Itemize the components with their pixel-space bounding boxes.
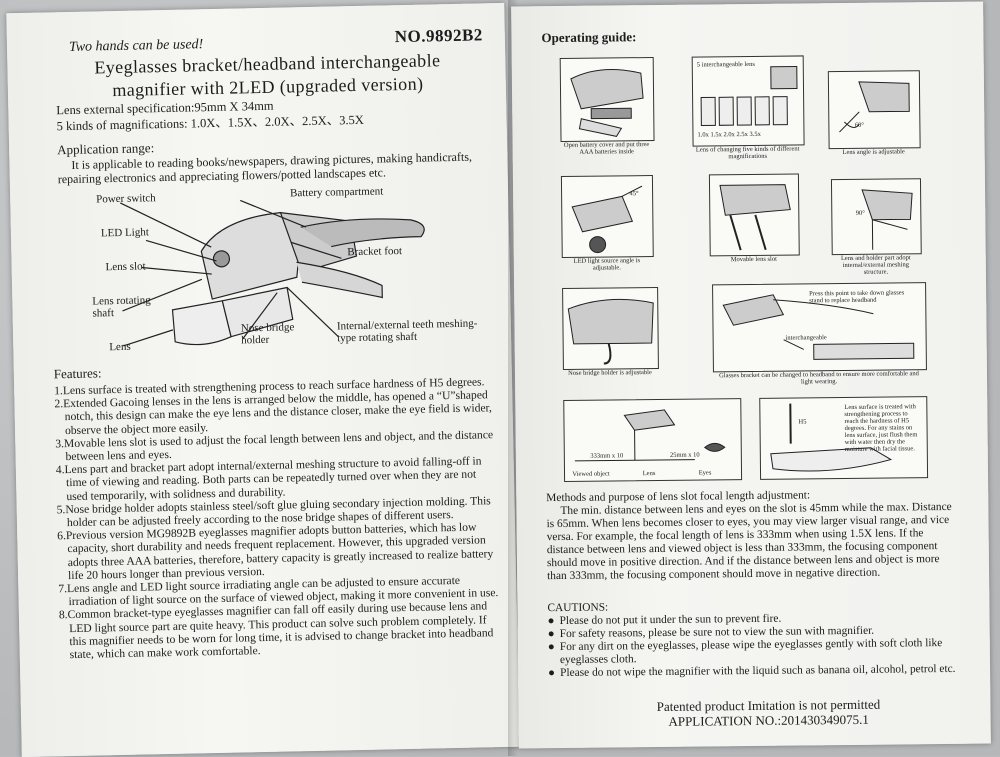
- lens-set-label: 5 interchangeable lens: [697, 61, 767, 69]
- interchangeable-label: interchangeable: [786, 334, 846, 342]
- callout-battery: Battery compartment: [290, 185, 383, 199]
- figure-lens-angle: 60°: [828, 70, 921, 149]
- distance-object-lens: 333mm x 10: [587, 452, 627, 459]
- caption-lenses: Lens of changing five kinds of different…: [693, 145, 803, 160]
- figure-focal-distance: 333mm x 10 25mm x 10 Viewed object Lens …: [563, 398, 742, 482]
- battery-illustration: [561, 58, 654, 141]
- lens-magnifications: 1.0x 1.5x 2.0x 2.5x 3.5x: [697, 131, 797, 139]
- feature-item: 6.Previous version MG9892B eyeglasses ma…: [57, 520, 498, 582]
- cautions-list: ●Please do not put it under the sun to p…: [548, 611, 961, 680]
- callout-teeth-shaft: Internal/external teeth meshing-type rot…: [337, 317, 487, 344]
- lens-slot-illustration: [710, 174, 799, 255]
- caution-text: For any dirt on the eyeglasses, please w…: [560, 637, 943, 666]
- callout-lens: Lens: [109, 341, 131, 353]
- left-page: NO.9892B2 Two hands can be used! Eyeglas…: [6, 3, 519, 757]
- features-list: 1.Lens surface is treated with strengthe…: [54, 375, 500, 661]
- product-diagram: Power switch Battery compartment LED Lig…: [50, 183, 493, 362]
- operating-guide-heading: Operating guide:: [541, 26, 961, 46]
- hardness-label: H5: [794, 418, 810, 425]
- led-angle-value: 45°: [624, 190, 644, 197]
- led-angle-illustration: [562, 176, 653, 257]
- meshing-angle-value: 90°: [850, 210, 870, 217]
- right-page: Operating guide: Open battery cover and …: [511, 2, 991, 749]
- figure-headband: Press this point to take down glasses st…: [712, 282, 927, 372]
- caution-text: Please do not put it under the sun to pr…: [560, 613, 782, 627]
- methods-text: The min. distance between lens and eyes …: [546, 501, 959, 583]
- application-number: APPLICATION NO.:201430349075.1: [579, 711, 959, 730]
- figure-lens-slot: [709, 173, 800, 256]
- figure-nose-bridge: [562, 287, 659, 370]
- caption-nose-bridge: Nose bridge holder is adjustable: [563, 369, 657, 377]
- label-lens: Lens: [639, 470, 659, 477]
- lens-angle-value: 60°: [849, 122, 869, 129]
- headband-note: Press this point to take down glasses st…: [809, 289, 919, 304]
- feature-item: 8.Common bracket-type eyeglasses magnifi…: [59, 600, 500, 662]
- left-content: Two hands can be used! Eyeglasses bracke…: [47, 31, 500, 661]
- bullet-icon: ●: [548, 628, 560, 641]
- meshing-illustration: [832, 179, 921, 254]
- bullet-icon: ●: [548, 615, 560, 628]
- callout-lens-shaft: Lens rotating shaft: [92, 294, 162, 319]
- footer: Patented product Imitation is not permit…: [578, 696, 958, 730]
- lens-angle-illustration: [829, 71, 920, 148]
- caption-led-angle: LED light source angle is adjustable.: [562, 257, 652, 272]
- cautions-section: CAUTIONS: ●Please do not put it under th…: [547, 598, 960, 680]
- caption-lens-slot: Movable lens slot: [710, 256, 798, 264]
- callout-bracket-foot: Bracket foot: [347, 245, 402, 258]
- caption-hardness: Lens surface is treated with strengtheni…: [844, 403, 923, 453]
- callout-nose-bridge: Nose bridge holder: [241, 321, 301, 346]
- bullet-icon: ●: [548, 641, 560, 654]
- figure-meshing: 90°: [831, 178, 922, 255]
- caption-headband: Glasses bracket can be changed to headba…: [713, 370, 925, 386]
- methods-section: Methods and purpose of lens slot focal l…: [546, 488, 959, 583]
- callout-led: LED Light: [101, 226, 149, 239]
- callout-lens-slot: Lens slot: [105, 260, 145, 273]
- nose-bridge-illustration: [563, 288, 658, 369]
- caption-lens-angle: Lens angle is adjustable: [829, 148, 919, 156]
- label-viewed-object: Viewed object: [571, 470, 611, 477]
- right-content: Operating guide:: [541, 26, 961, 50]
- distance-lens-eyes: 25mm x 10: [665, 451, 705, 458]
- caption-battery: Open battery cover and put three AAA bat…: [561, 141, 653, 156]
- figure-lenses: 5 interchangeable lens 1.0x 1.5x 2.0x 2.…: [692, 55, 805, 146]
- label-eyes: Eyes: [695, 469, 715, 476]
- callout-power-switch: Power switch: [96, 192, 156, 205]
- bullet-icon: ●: [548, 667, 560, 680]
- figure-battery: [560, 57, 655, 142]
- figure-led-angle: 45°: [561, 175, 654, 258]
- figure-hardness: H5 Lens surface is treated with strength…: [759, 396, 928, 480]
- caption-meshing: Lens and holder part adopt internal/exte…: [832, 254, 920, 276]
